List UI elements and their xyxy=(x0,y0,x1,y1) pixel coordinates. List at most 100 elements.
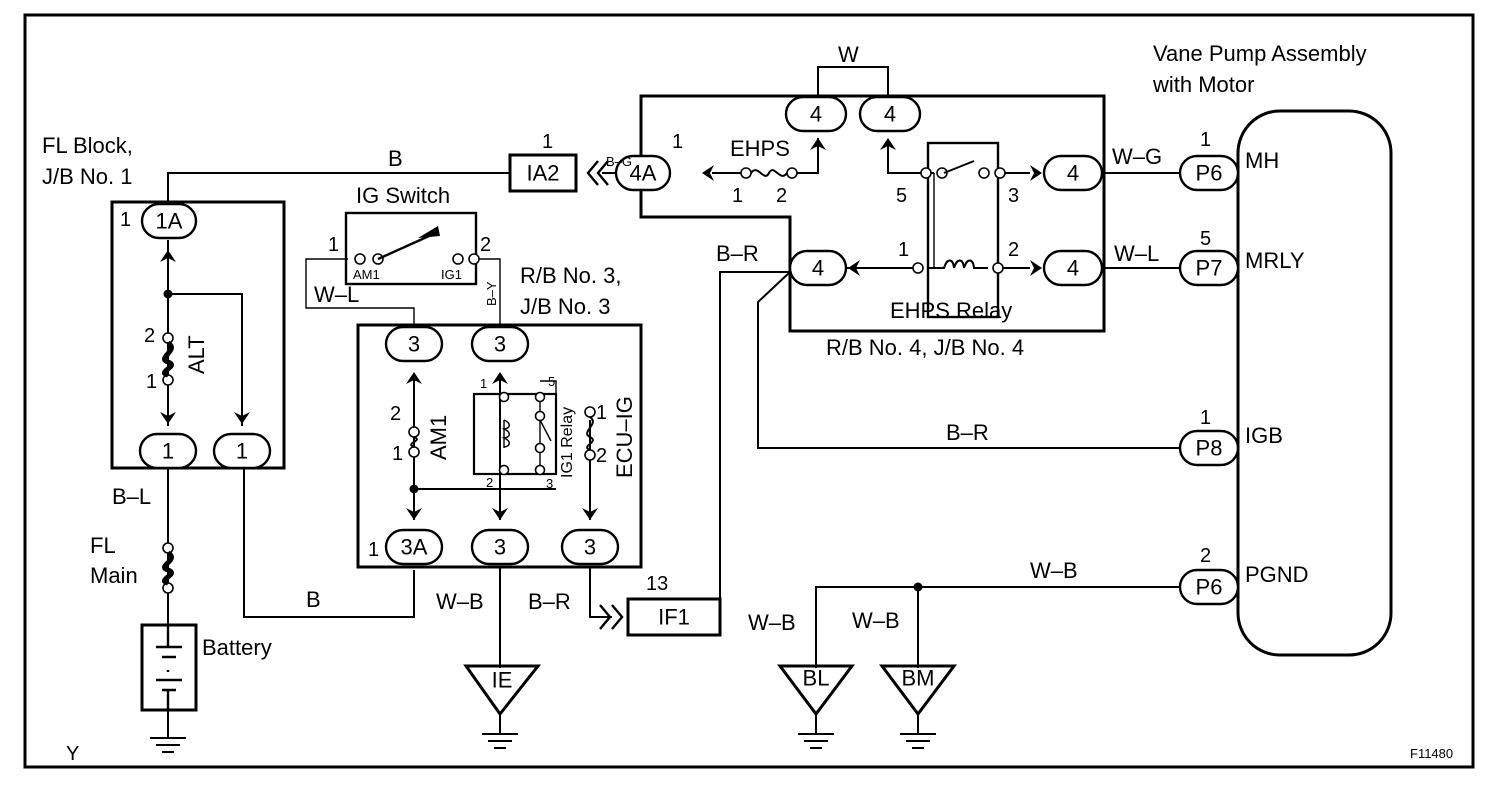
alt-fuse-label: ALT xyxy=(184,335,209,374)
ehps-relay-label: EHPS Relay xyxy=(890,298,1012,323)
pin-number: 1 xyxy=(596,402,607,424)
wire-label-w-b-bm: W–B xyxy=(852,608,900,633)
connector-3-ig1: 3 xyxy=(470,325,530,363)
connector-1a: 1A xyxy=(140,202,198,240)
corner-marker: Y xyxy=(66,743,79,765)
wire-b-r-if1 xyxy=(589,567,612,618)
wire-label-w-b-pgnd: W–B xyxy=(1030,558,1078,583)
connector-3-bottom-mid: 3 xyxy=(470,528,530,566)
am1-fuse-label: AM1 xyxy=(426,415,451,460)
pin-number: 1 xyxy=(898,239,909,261)
wire-label-w-l-left: W–L xyxy=(314,282,359,307)
ground-ie xyxy=(463,664,542,717)
am1-terminal-label: AM1 xyxy=(353,267,380,282)
connector-p6-mh: P6 xyxy=(1178,154,1240,192)
svg-text:1: 1 xyxy=(236,439,248,464)
chassis-ground-bl-icon xyxy=(798,712,834,749)
wire-b-y xyxy=(474,258,501,330)
ground-bm-label: BM xyxy=(902,666,935,691)
fl-block-title-2: J/B No. 1 xyxy=(42,164,132,189)
connector-4-mh: 4 xyxy=(1042,154,1104,192)
ground-bl xyxy=(777,664,855,717)
pin-number: 1 xyxy=(1200,407,1211,429)
connector-p7: P7 xyxy=(1178,249,1240,287)
fl-block-box xyxy=(110,200,286,470)
wire-label-b-g: B–G xyxy=(606,154,632,169)
pump-terminal-mh: MH xyxy=(1245,148,1279,173)
svg-text:3: 3 xyxy=(584,535,596,560)
connector-p6-pgnd: P6 xyxy=(1178,568,1240,606)
wire-label-b-top: B xyxy=(388,146,403,171)
connector-4-top-right: 4 xyxy=(858,95,922,133)
svg-text:P6: P6 xyxy=(1196,161,1223,186)
pin-number: 1 xyxy=(732,185,743,207)
pin-number: 1 xyxy=(120,209,131,231)
connector-1-left: 1 xyxy=(138,432,198,470)
figure-code: F11480 xyxy=(1410,746,1453,761)
fl-main-label-1: FL xyxy=(90,533,116,558)
ground-bl-label: BL xyxy=(803,666,830,691)
wire-b-r-mid xyxy=(719,271,790,617)
fl-block-title-1: FL Block, xyxy=(42,133,133,158)
connector-ia2: IA2 xyxy=(508,153,578,193)
pin-number: 1 xyxy=(146,371,157,393)
ig-switch-box xyxy=(344,211,478,286)
svg-text:4: 4 xyxy=(1067,256,1079,281)
wire-w-top xyxy=(817,66,889,96)
pin-number: 2 xyxy=(144,325,155,347)
wire-label-w-l-right: W–L xyxy=(1114,241,1159,266)
ground-ie-label: IE xyxy=(492,668,513,693)
pump-terminal-pgnd: PGND xyxy=(1245,562,1309,587)
connector-if1: IF1 xyxy=(626,597,722,637)
connector-4-br: 4 xyxy=(788,249,848,287)
vane-pump-title-1: Vane Pump Assembly xyxy=(1153,41,1367,66)
connector-4-top-left: 4 xyxy=(784,95,848,133)
svg-text:3: 3 xyxy=(494,535,506,560)
wire-w-b-pgnd xyxy=(917,586,1180,668)
svg-text:4: 4 xyxy=(810,102,822,127)
pin-number: 5 xyxy=(1200,228,1211,250)
pin-number: 2 xyxy=(776,185,787,207)
svg-text:4: 4 xyxy=(1067,161,1079,186)
rb4-box xyxy=(639,94,1106,333)
svg-text:P7: P7 xyxy=(1196,256,1223,281)
ehps-fuse-label: EHPS xyxy=(730,136,790,161)
connector-1-right: 1 xyxy=(212,432,272,470)
pin-number: 1 xyxy=(672,131,683,153)
connector-p8: P8 xyxy=(1178,429,1240,467)
wire-label-b-l: B–L xyxy=(112,484,151,509)
pin-number: 5 xyxy=(896,185,907,207)
svg-text:P6: P6 xyxy=(1196,575,1223,600)
rb4-title: R/B No. 4, J/B No. 4 xyxy=(826,335,1024,360)
ground-bm xyxy=(879,664,957,717)
wire-label-b-r-igb: B–R xyxy=(946,420,989,445)
svg-text:P8: P8 xyxy=(1196,436,1223,461)
vane-pump-box xyxy=(1236,109,1393,657)
pin-number: 2 xyxy=(390,403,401,425)
wire-label-w-b-bl: W–B xyxy=(748,610,796,635)
pin-number: 1 xyxy=(368,539,379,561)
connector-4-mrly: 4 xyxy=(1042,249,1104,287)
wire-b-top xyxy=(167,172,510,217)
chassis-ground-bm-icon xyxy=(900,712,936,749)
pin-number: 1 xyxy=(392,443,403,465)
pump-terminal-mrly: MRLY xyxy=(1245,248,1305,273)
vane-pump-title-2: with Motor xyxy=(1152,72,1254,97)
pin-number: 2 xyxy=(1200,545,1211,567)
wire-label-b-bottom: B xyxy=(306,587,321,612)
svg-text:1: 1 xyxy=(162,439,174,464)
wire-label-w-g: W–G xyxy=(1112,144,1162,169)
wire-label-b-r-mid: B–R xyxy=(716,241,759,266)
wire-label-w-b-ie: W–B xyxy=(436,589,484,614)
pin-number: 2 xyxy=(1008,239,1019,261)
wire-label-b-r-if1: B–R xyxy=(528,589,571,614)
svg-text:1A: 1A xyxy=(156,209,183,234)
wire-b-bottom xyxy=(243,468,415,618)
svg-text:4: 4 xyxy=(812,256,824,281)
rb3-title-2: J/B No. 3 xyxy=(520,294,610,319)
pin-number: 3 xyxy=(546,476,553,491)
pin-number: 1 xyxy=(328,234,339,256)
pin-number: 13 xyxy=(646,573,668,595)
svg-text:3A: 3A xyxy=(401,535,428,560)
